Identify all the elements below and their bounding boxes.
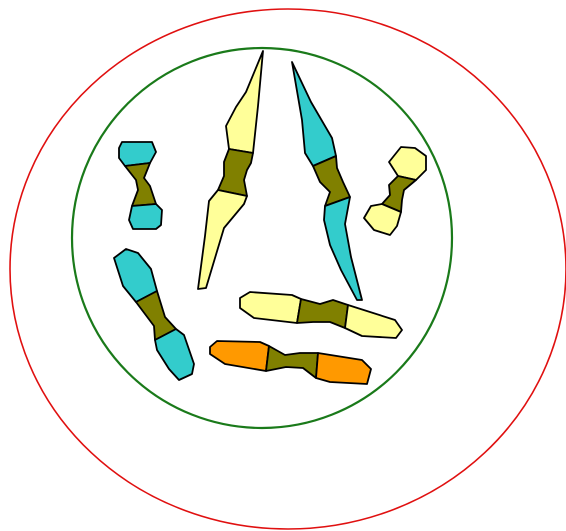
- chromatid-arm-left: [210, 341, 269, 371]
- centromere: [266, 346, 318, 378]
- chromosome-cyan-long: [292, 62, 362, 300]
- chromatid-arm-lower: [155, 329, 194, 380]
- chromosome-yellow-horizontal: [240, 292, 402, 338]
- chromosome-yellow-long: [198, 51, 263, 289]
- chromatid-arm-right: [345, 305, 402, 338]
- chromatid-arm-upper: [389, 147, 426, 180]
- centromere: [218, 149, 253, 196]
- chromatid-arm-right: [316, 353, 371, 384]
- chromosome-cyan-short: [119, 142, 162, 229]
- chromosome-cyan-diagonal: [114, 249, 194, 380]
- chromatid-arm-lower: [324, 197, 362, 300]
- chromatid-arm-upper: [292, 62, 336, 166]
- chromatid-arm-lower: [129, 204, 162, 229]
- centromere: [297, 299, 348, 328]
- chromatid-arm-upper: [226, 51, 263, 153]
- outer-cell-ring: [10, 9, 566, 529]
- chromosome-yellow-short: [364, 147, 426, 235]
- chromatid-arm-left: [240, 292, 301, 323]
- chromosome-orange-horizontal: [210, 341, 371, 384]
- chromatid-arm-lower: [198, 190, 247, 289]
- centromere: [125, 163, 156, 206]
